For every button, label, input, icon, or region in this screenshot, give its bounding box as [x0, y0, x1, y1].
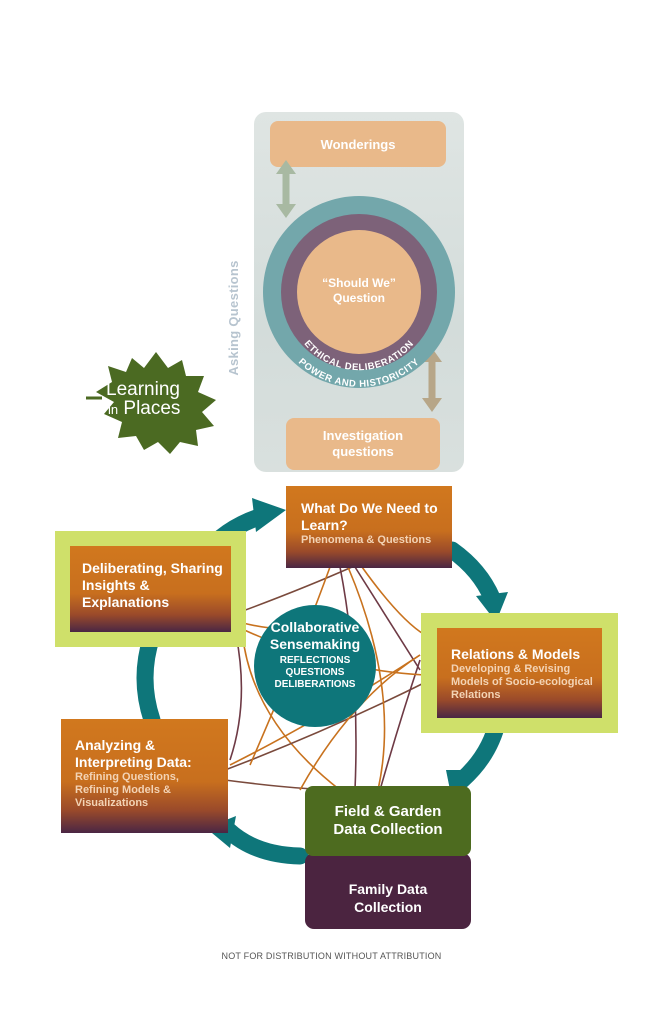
logo-in: in	[108, 402, 119, 417]
collaborative-sensemaking-circle[interactable]: Collaborative Sensemaking REFLECTIONS QU…	[254, 605, 376, 727]
investigation-questions-box[interactable]: Investigation questions	[286, 418, 440, 470]
analyzing-title: Analyzing & Interpreting Data:	[75, 737, 192, 770]
learning-in-places-logo	[86, 352, 216, 454]
investigation-questions-label: Investigation questions	[322, 428, 404, 459]
arrow-to-deliberating-icon	[136, 627, 161, 729]
deliberating-box[interactable]: Deliberating, Sharing Insights & Explana…	[70, 546, 231, 632]
should-we-question-text: “Should We” Question	[322, 276, 396, 305]
arrow-to-analyzing-icon	[219, 821, 309, 865]
field-title: Field & Garden Data Collection	[333, 803, 443, 838]
family-title: Family Data Collection	[348, 881, 428, 915]
wonderings-box[interactable]: Wonderings	[270, 121, 446, 167]
wonderings-label: Wonderings	[320, 136, 396, 152]
relations-title: Relations & Models	[451, 646, 581, 662]
footer-attribution: NOT FOR DISTRIBUTION WITHOUT ATTRIBUTION	[221, 951, 442, 961]
what-subtitle: Phenomena & Questions	[301, 534, 432, 546]
center-deliberations: DELIBERATIONS	[274, 679, 356, 690]
logo-text: Learning in Places	[106, 380, 206, 419]
wonderings-arrow-icon	[276, 160, 296, 218]
deliberating-title: Deliberating, Sharing Insights & Explana…	[82, 560, 223, 610]
center-title: Collaborative Sensemaking	[269, 619, 361, 652]
center-questions: QUESTIONS	[285, 667, 345, 678]
what-do-we-need-box[interactable]: What Do We Need to Learn? Phenomena & Qu…	[286, 486, 452, 568]
what-title: What Do We Need to Learn?	[301, 500, 438, 533]
analyzing-subtitle: Refining Questions, Refining Models & Vi…	[75, 771, 179, 809]
center-reflections: REFLECTIONS	[279, 655, 351, 666]
deliberation-rings: ETHICAL DELIBERATION POWER AND HISTORICI…	[263, 160, 455, 412]
family-data-box[interactable]: Family Data Collection	[305, 853, 471, 929]
relations-box[interactable]: Relations & Models Developing & Revising…	[437, 628, 602, 718]
field-garden-box[interactable]: Field & Garden Data Collection	[305, 786, 471, 856]
arrow-to-relations-icon	[443, 541, 501, 607]
logo-learning: Learning	[106, 379, 180, 400]
relations-subtitle: Developing & Revising Models of Socio-ec…	[451, 663, 593, 701]
logo-places: Places	[123, 398, 181, 419]
analyzing-box[interactable]: Analyzing & Interpreting Data: Refining …	[61, 719, 228, 833]
asking-questions-label: Asking Questions	[226, 260, 241, 376]
should-we-circle	[297, 230, 421, 354]
